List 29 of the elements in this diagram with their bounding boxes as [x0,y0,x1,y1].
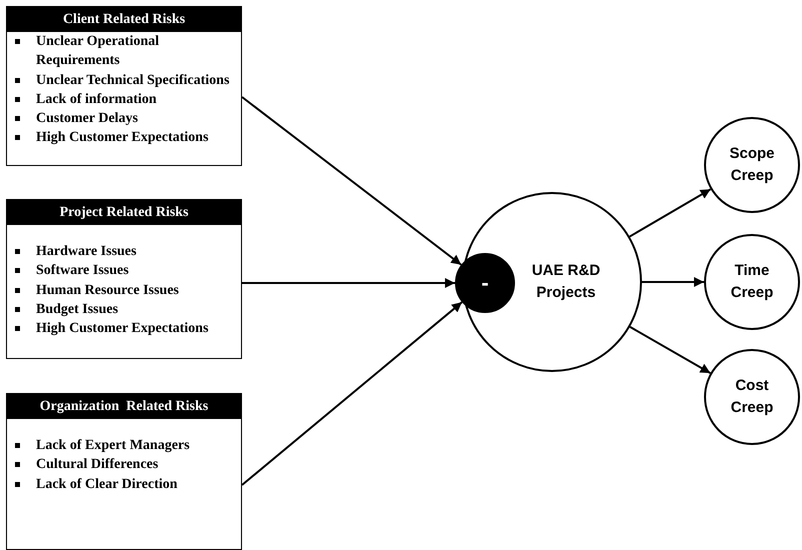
circle-label: Time Creep [730,261,774,303]
list-item: Unclear Technical Specifications [36,72,230,90]
list-item: Hardware Issues [36,243,136,261]
arrow [629,188,712,238]
arrow [241,96,462,266]
list-item: Lack of Clear Direction [36,476,178,494]
list-item: Unclear Operational Requirements [36,33,160,70]
list-item: Software Issues [36,262,129,280]
list-item: Customer Delays [36,110,138,128]
box-heading: Project Related Risks [7,200,241,225]
risk-box [6,199,242,359]
circle-label: Scope Creep [728,144,776,186]
list-item: High Customer Expectations [36,129,208,148]
list-item: Lack of information [36,90,157,109]
box-heading: Client Related Risks [7,7,241,32]
circle-label: Cost Creep [730,376,774,418]
arrow [630,326,711,374]
box-heading: Organization Related Risks [7,394,241,419]
risk-box [6,6,242,166]
risk-box [6,393,242,550]
list-item: Budget Issues [36,300,118,319]
arrow [241,301,463,486]
list-item: Human Resource Issues [36,282,179,300]
list-item: High Customer Expectations [36,320,208,338]
list-item: Lack of Expert Managers [36,437,190,455]
list-item: Cultural Differences [36,456,158,474]
circle-label: UAE R&D Projects [530,261,602,303]
arrow [642,277,704,287]
arrow [242,278,455,288]
